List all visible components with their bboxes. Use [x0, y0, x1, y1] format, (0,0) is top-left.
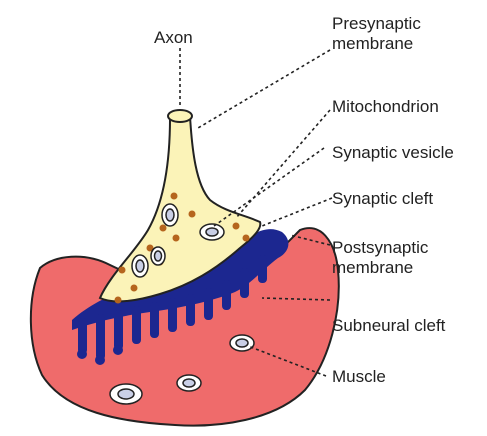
label-synaptic-vesicle-text: Synaptic vesicle [332, 143, 454, 162]
label-axon-text: Axon [154, 28, 193, 47]
label-presynaptic-membrane: Presynaptic membrane [332, 14, 421, 54]
label-mitochondrion-text: Mitochondrion [332, 97, 439, 116]
label-postsynaptic-line1: Postsynaptic [332, 238, 428, 258]
label-synaptic-cleft-text: Synaptic cleft [332, 189, 433, 208]
label-postsynaptic-membrane: Postsynaptic membrane [332, 238, 428, 278]
axon-opening [168, 110, 192, 122]
label-synaptic-cleft: Synaptic cleft [332, 189, 433, 209]
label-axon: Axon [154, 28, 193, 48]
label-mitochondrion: Mitochondrion [332, 97, 439, 117]
label-presynaptic-line1: Presynaptic [332, 14, 421, 34]
label-subneural-cleft: Subneural cleft [332, 316, 445, 336]
label-subneural-cleft-text: Subneural cleft [332, 316, 445, 335]
label-muscle: Muscle [332, 367, 386, 387]
label-postsynaptic-line2: membrane [332, 258, 428, 278]
label-synaptic-vesicle: Synaptic vesicle [332, 143, 454, 163]
label-muscle-text: Muscle [332, 367, 386, 386]
label-presynaptic-line2: membrane [332, 34, 421, 54]
